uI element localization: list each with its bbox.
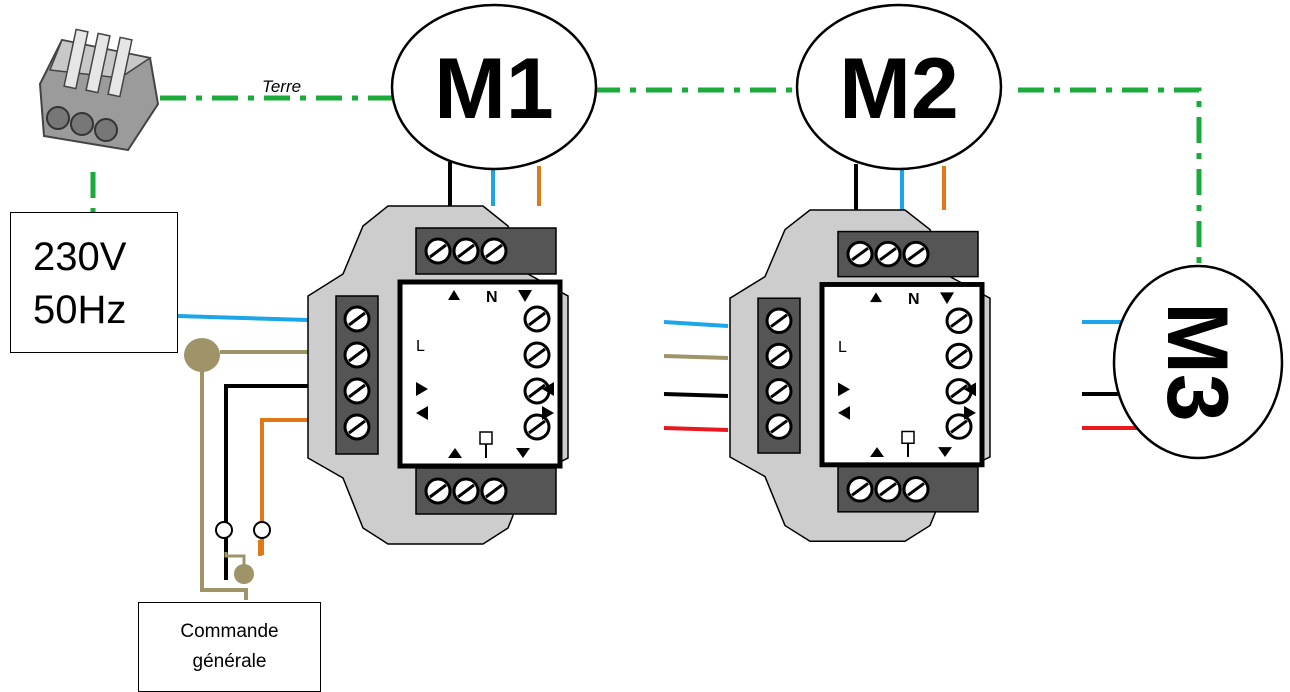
supply-frequency: 50Hz bbox=[33, 288, 127, 332]
motor-m3: M3 bbox=[1112, 264, 1284, 460]
power-supply-box: 230V 50Hz bbox=[10, 212, 178, 353]
ground-wires bbox=[90, 87, 1202, 268]
supply-wires bbox=[177, 314, 309, 600]
command-box: Commande générale bbox=[138, 602, 321, 692]
wago-connector-icon bbox=[38, 28, 160, 152]
module-1-l-label: L bbox=[416, 338, 425, 355]
motor-m2: M2 bbox=[795, 3, 1003, 171]
switch-contact-right bbox=[253, 521, 271, 539]
module-1-n-label: N bbox=[486, 289, 498, 306]
command-line-2: générale bbox=[192, 651, 267, 672]
module-2: N L bbox=[730, 210, 990, 541]
command-line-1: Commande bbox=[180, 621, 279, 642]
motor-leads bbox=[448, 162, 946, 210]
module-1: N L bbox=[308, 206, 568, 544]
module-2-l-label: L bbox=[838, 339, 847, 356]
switch-contact-left bbox=[215, 521, 233, 539]
module-2-n-label: N bbox=[908, 291, 920, 308]
motor-m3-label: M3 bbox=[1149, 302, 1245, 421]
motor-m1: M1 bbox=[390, 3, 598, 171]
motor-m2-label: M2 bbox=[839, 41, 958, 137]
motor-m1-label: M1 bbox=[434, 41, 553, 137]
supply-voltage: 230V bbox=[33, 235, 127, 279]
junction-node bbox=[184, 338, 220, 372]
ground-label: Terre bbox=[262, 77, 301, 96]
command-node bbox=[234, 564, 254, 584]
